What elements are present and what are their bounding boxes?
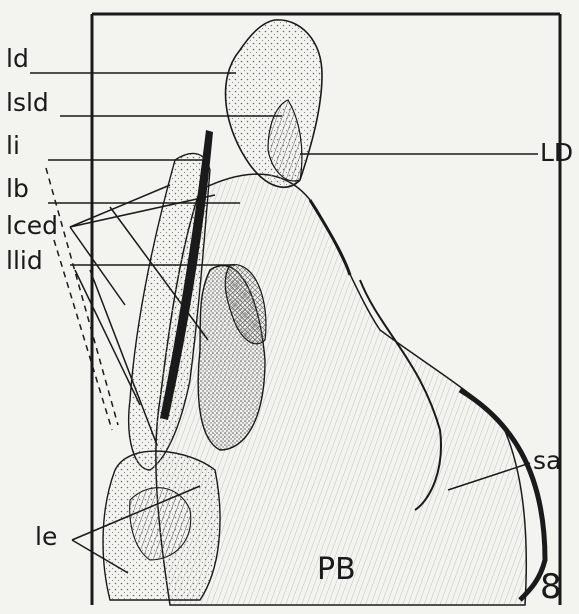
label-lb: lb xyxy=(6,176,29,201)
label-ld: ld xyxy=(6,46,29,71)
label-sa: sa xyxy=(533,448,561,473)
label-lsld: lsld xyxy=(6,90,49,115)
label-le: le xyxy=(35,524,57,549)
label-lced: lced xyxy=(6,213,58,238)
label-PB: PB xyxy=(317,555,356,585)
figure-number: 8 xyxy=(540,570,562,604)
label-LD: LD xyxy=(540,140,573,165)
label-llid: llid xyxy=(6,248,43,273)
label-li: li xyxy=(6,133,20,158)
